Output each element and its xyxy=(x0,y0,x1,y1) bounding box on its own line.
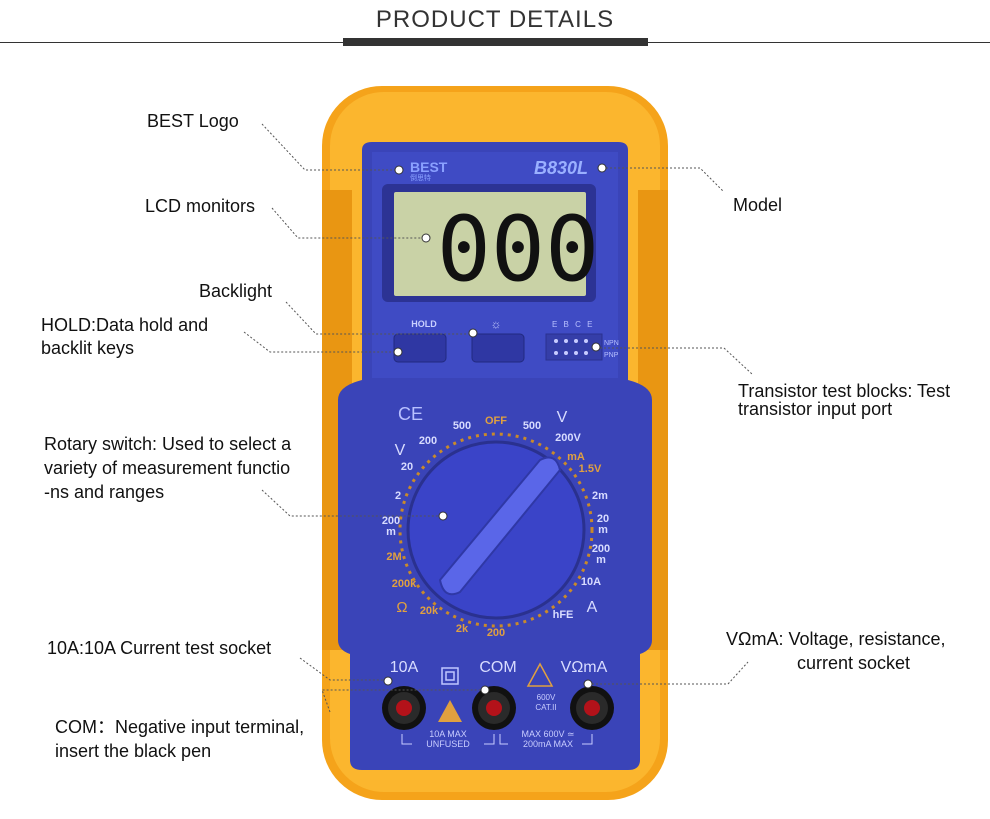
dial-a-10a: 10A xyxy=(581,576,601,588)
jack-brackets xyxy=(401,734,593,745)
leader-rotary xyxy=(261,489,443,517)
dial-dcv-2: 2 xyxy=(395,490,401,502)
callout-best-logo: BEST Logo xyxy=(147,111,239,131)
double-insulation-icon xyxy=(441,667,459,685)
callout-hold-line1: HOLD:Data hold and xyxy=(41,315,209,335)
dial-a-20m-num: 20 xyxy=(597,513,609,525)
dial-pointer[interactable] xyxy=(438,456,562,596)
jack-10a[interactable] xyxy=(382,686,426,730)
dial-ring xyxy=(398,432,594,628)
marker-10a xyxy=(383,676,393,686)
dial-dcv-200m-num: 200 xyxy=(382,515,400,527)
dial-ohm-2k: 2k xyxy=(456,623,469,635)
callout-transistor-line1: Transistor test blocks: Test xyxy=(738,381,951,401)
marker-best-logo xyxy=(394,165,404,175)
max-note-current: 200mA MAX xyxy=(523,739,573,749)
model-badge: B830L xyxy=(534,158,588,178)
callout-rotary-line1: Rotary switch: Used to select a xyxy=(44,434,292,454)
dial-ohm-symbol: Ω xyxy=(396,599,407,616)
hold-button[interactable] xyxy=(393,333,447,363)
fuse-note-max: 10A MAX xyxy=(429,729,467,739)
dial-hfe: hFE xyxy=(553,609,574,621)
dial-dcv-200: 200 xyxy=(419,435,437,447)
lcd-screen xyxy=(394,192,586,296)
dial-a-200m-num: 200 xyxy=(592,543,610,555)
brand-logo-cn: 倒思特 xyxy=(410,173,431,182)
dial-ohm-200: 200 xyxy=(487,627,505,639)
dial-a-2m: 2m xyxy=(592,490,608,502)
fuse-warning-icon xyxy=(438,700,462,722)
dial-off: OFF xyxy=(485,415,507,427)
header-accent-bar xyxy=(343,38,648,46)
cat-note-600v: 600V xyxy=(537,693,556,702)
dial-ma-label: mA xyxy=(567,451,585,463)
jack-com-label: COM xyxy=(479,659,516,676)
dial-a-symbol: A xyxy=(587,599,598,616)
ebce-label: E B C E xyxy=(552,320,594,329)
backlight-button[interactable] xyxy=(471,333,525,363)
marker-transistor xyxy=(591,342,601,352)
dial-ohm-2m: 2M xyxy=(386,551,401,563)
callout-hold-line2: backlit keys xyxy=(41,338,135,358)
leader-vohm xyxy=(588,661,749,685)
callout-com-line2: insert the black pen xyxy=(55,741,212,761)
dial-ma-15v: 1.5V xyxy=(579,463,602,475)
marker-rotary xyxy=(438,511,448,521)
callout-rotary-line3: -ns and ranges xyxy=(44,482,165,502)
warning-triangle-icon xyxy=(526,662,554,687)
leader-best-logo xyxy=(261,123,398,171)
dial-dcv-symbol: V xyxy=(395,442,406,459)
fuse-note-unfused: UNFUSED xyxy=(426,739,470,749)
jack-vohm[interactable] xyxy=(570,686,614,730)
page-title: PRODUCT DETAILS xyxy=(375,6,615,33)
marker-backlight xyxy=(468,328,478,338)
dial-ohm-20k: 20k xyxy=(420,605,439,617)
dial-a-200m-unit: m xyxy=(596,554,606,566)
dial-dcv-200m-unit: m xyxy=(386,526,396,538)
dial-dcv-20: 20 xyxy=(401,461,413,473)
marker-com xyxy=(480,685,490,695)
callout-transistor-line2: transistor input port xyxy=(738,399,893,419)
leader-com xyxy=(321,689,484,713)
pnp-label: PNP xyxy=(604,352,619,359)
max-note-voltage: MAX 600V ≃ xyxy=(521,729,574,739)
marker-vohm xyxy=(583,679,593,689)
lcd-reading: 000 xyxy=(437,197,600,302)
jack-10a-label: 10A xyxy=(390,659,419,676)
marker-hold xyxy=(393,347,403,357)
callout-lcd: LCD monitors xyxy=(145,196,256,216)
leader-10a xyxy=(299,657,388,681)
npn-label: NPN xyxy=(604,340,619,347)
callout-com-line1: COM：Negative input terminal, xyxy=(55,717,305,737)
marker-model xyxy=(597,163,607,173)
cat-note-cat2: CAT.II xyxy=(535,703,556,712)
jack-vohm-label: VΩmA xyxy=(561,659,608,676)
ce-mark: CE xyxy=(398,404,423,424)
callout-vohm-line2: current socket xyxy=(797,653,911,673)
backlight-sun-icon: ☼ xyxy=(491,317,502,331)
dial-a-20m-unit: m xyxy=(598,524,608,536)
leader-hold xyxy=(243,331,398,353)
callout-rotary-line2: variety of measurement functio xyxy=(44,458,291,478)
leader-lcd xyxy=(271,207,426,239)
hold-button-label: HOLD xyxy=(411,319,437,329)
dial-acv-symbol: V xyxy=(557,409,568,426)
dial-right-500: 500 xyxy=(523,420,541,432)
jack-com[interactable] xyxy=(472,686,516,730)
callout-10a: 10A:10A Current test socket xyxy=(47,638,272,658)
leader-model xyxy=(602,167,725,193)
leader-backlight xyxy=(285,301,472,335)
callout-backlight: Backlight xyxy=(199,281,273,301)
dial-acv-200: 200V xyxy=(555,432,581,444)
brand-logo: BEST xyxy=(410,159,448,175)
callout-vohm-line1: VΩmA: Voltage, resistance, xyxy=(726,629,946,649)
dial-left-500: 500 xyxy=(453,420,471,432)
dial-ohm-200k: 200k xyxy=(392,578,417,590)
marker-lcd xyxy=(421,233,431,243)
leader-transistor xyxy=(596,347,753,375)
callout-model: Model xyxy=(733,195,783,215)
